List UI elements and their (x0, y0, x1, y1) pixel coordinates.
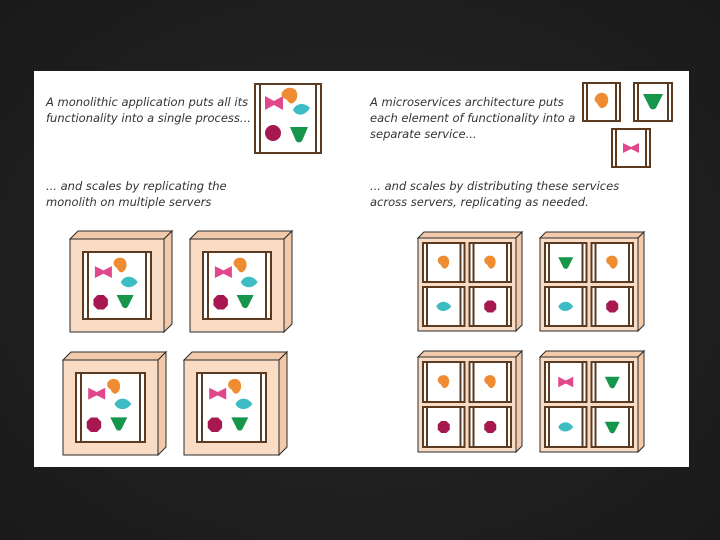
green-triangle-icon (290, 127, 308, 143)
orange-blob-icon (484, 375, 496, 389)
orange-blob-icon (594, 92, 609, 109)
maroon-octagon-icon (213, 295, 228, 310)
caption-line: ... and scales by replicating the (46, 179, 227, 193)
service-cell (422, 286, 466, 327)
maroon-octagon-icon (265, 125, 281, 141)
orange-blob-icon (484, 255, 496, 269)
service-green (633, 82, 673, 122)
pink-bowtie-icon (265, 96, 283, 110)
green-triangle-icon (236, 294, 254, 309)
pink-bowtie-icon (558, 376, 574, 388)
service-cell (468, 242, 512, 283)
service-cell (422, 242, 466, 283)
maroon-octagon-icon (86, 417, 102, 432)
microservices-server (416, 230, 524, 333)
pink-bowtie-icon (623, 143, 639, 153)
orange-blob-icon (233, 257, 247, 273)
caption-line: ... and scales by distributing these ser… (370, 179, 620, 193)
pink-bowtie-icon (88, 387, 106, 400)
servers-layer (61, 229, 646, 457)
green-triangle-icon (116, 294, 134, 309)
caption-line: across servers, replicating as needed. (370, 195, 589, 209)
monolith-intro-caption: A monolithic application puts all its fu… (46, 94, 251, 126)
service-cell (590, 361, 634, 403)
service-cell (468, 361, 512, 403)
teal-leaf-icon (120, 276, 138, 288)
service-cell (590, 286, 634, 327)
green-triangle-icon (110, 417, 128, 431)
teal-leaf-icon (436, 301, 452, 311)
teal-leaf-icon (558, 422, 574, 432)
orange-blob-icon (281, 87, 298, 104)
pink-bowtie-icon (209, 387, 227, 400)
caption-line: functionality into a single process... (46, 111, 251, 125)
service-cell (422, 361, 466, 403)
caption-line: separate service... (370, 127, 477, 141)
maroon-octagon-icon (484, 421, 497, 433)
green-triangle-icon (643, 94, 663, 110)
pink-bowtie-icon (214, 266, 232, 279)
maroon-octagon-icon (606, 300, 619, 313)
maroon-octagon-icon (93, 295, 108, 310)
service-cell (468, 406, 512, 448)
microservices-scale-caption: ... and scales by distributing these ser… (370, 178, 619, 210)
service-cell (544, 406, 588, 448)
monolith-scale-caption: ... and scales by replicating the monoli… (46, 178, 227, 210)
maroon-octagon-icon (484, 300, 497, 313)
service-cell (468, 286, 512, 327)
orange-blob-icon (107, 379, 121, 394)
teal-leaf-icon (293, 104, 310, 115)
teal-leaf-icon (235, 398, 253, 410)
orange-blob-icon (606, 255, 618, 269)
orange-blob-icon (437, 255, 450, 269)
orange-blob-icon (228, 379, 242, 394)
orange-blob-icon (437, 375, 450, 389)
service-cell (590, 242, 634, 283)
green-triangle-icon (604, 421, 620, 434)
microservices-server (538, 230, 646, 333)
orange-blob-icon (113, 257, 127, 273)
green-triangle-icon (604, 376, 620, 389)
microservices-server (538, 349, 646, 454)
monolith-server (61, 350, 168, 457)
monolith-server (182, 350, 289, 457)
caption-line: A microservices architecture puts (370, 95, 564, 109)
service-cell (544, 286, 588, 327)
monolith-process (254, 83, 322, 154)
pink-bowtie-icon (94, 266, 112, 279)
service-pink (611, 128, 651, 168)
teal-leaf-icon (114, 398, 132, 410)
teal-leaf-icon (240, 276, 258, 288)
monolith-server (188, 229, 294, 334)
caption-line: each element of functionality into a (370, 111, 576, 125)
monolith-server (68, 229, 174, 334)
maroon-octagon-icon (437, 421, 450, 433)
microservices-server (416, 349, 524, 454)
teal-leaf-icon (558, 301, 574, 311)
green-triangle-icon (231, 417, 249, 431)
service-cell (544, 361, 588, 403)
caption-line: A monolithic application puts all its (46, 95, 249, 109)
service-cell (544, 242, 588, 283)
service-cell (422, 406, 466, 448)
green-triangle-icon (558, 257, 574, 269)
maroon-octagon-icon (207, 417, 223, 432)
caption-line: monolith on multiple servers (46, 195, 212, 209)
service-cell (590, 406, 634, 448)
microservices-intro-caption: A microservices architecture puts each e… (370, 94, 575, 142)
service-orange (582, 82, 621, 122)
